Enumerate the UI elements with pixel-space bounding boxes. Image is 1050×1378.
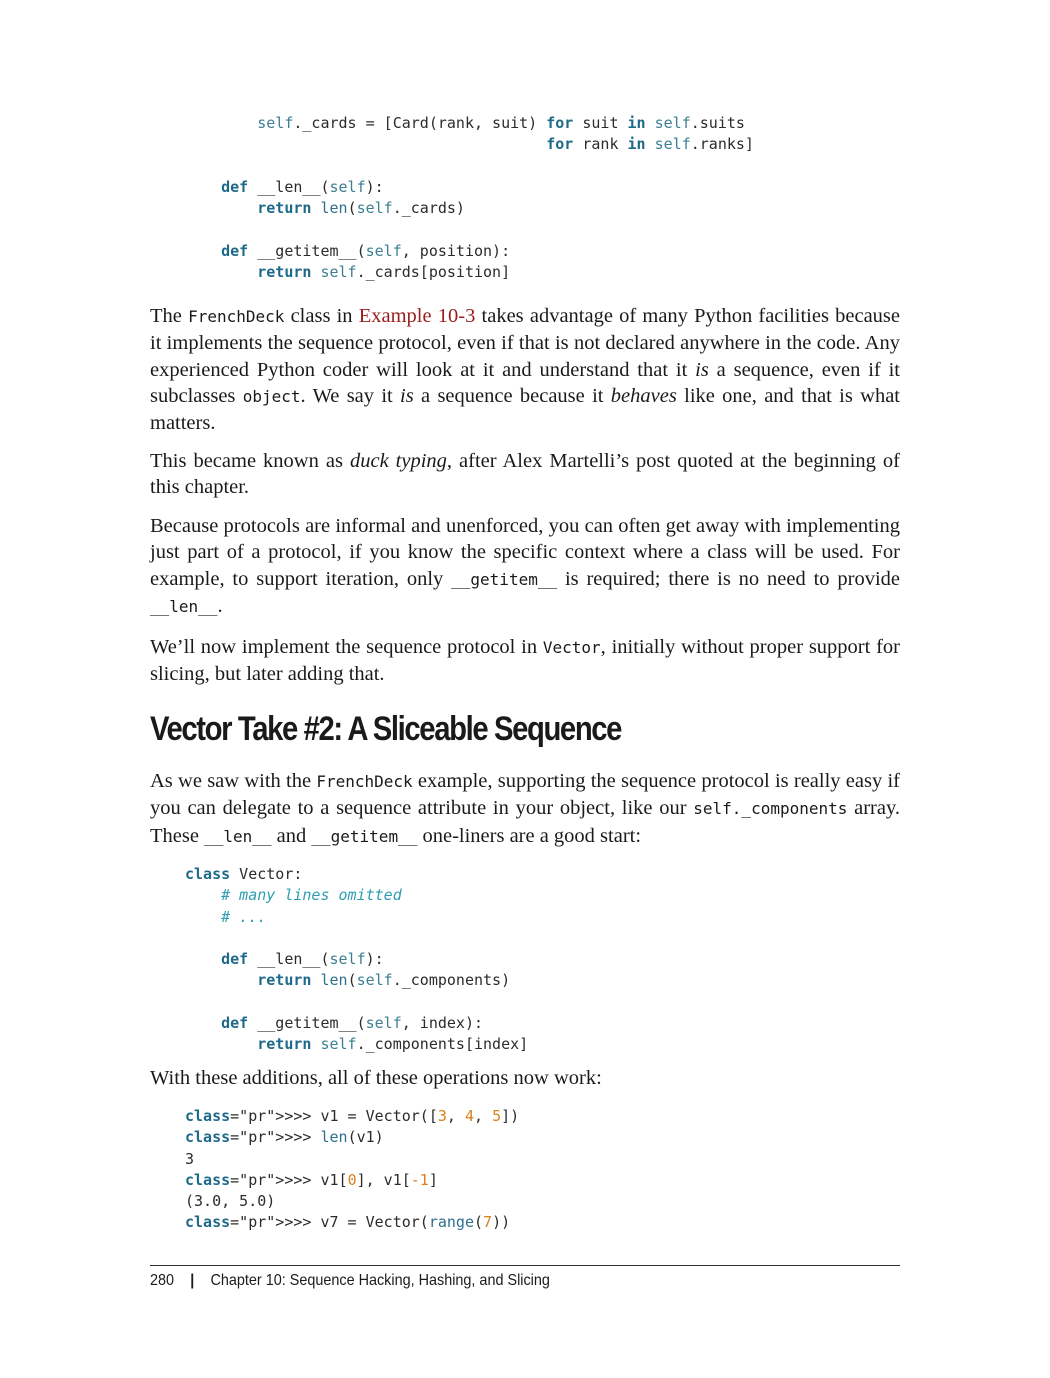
code-line: class Vector:	[185, 865, 303, 883]
paragraph-implement: We’ll now implement the sequence protoco…	[150, 636, 900, 686]
code-line: def __getitem__(self, index):	[221, 1014, 484, 1033]
example-link[interactable]: Example 10-3	[358, 305, 476, 327]
code-line: def __len__(self):	[221, 177, 384, 196]
code-line: return self._components[index]	[257, 1035, 529, 1054]
code-line: def __getitem__(self, position):	[221, 241, 511, 260]
paragraph-delegate: As we saw with the FrenchDeck example, s…	[150, 770, 901, 847]
code-line: (3.0, 5.0)	[185, 1192, 276, 1211]
footer-rule	[150, 1265, 900, 1266]
code-line: class="pr">>>> v1 = Vector([3, 4, 5])	[185, 1107, 520, 1125]
section-heading: Vector Take #2: A Sliceable Sequence	[150, 710, 622, 748]
paragraph-duck-typing: This became known as duck typing, after …	[150, 450, 900, 499]
code-block-console: class="pr">>>> v1 = Vector([3, 4, 5]) cl…	[185, 1106, 519, 1234]
code-line: def __len__(self):	[221, 950, 384, 969]
code-line: class="pr">>>> v7 = Vector(range(7))	[185, 1213, 511, 1232]
page-number: 280	[150, 1272, 175, 1289]
footer-separator: |	[190, 1272, 195, 1289]
code-line: return self._cards[position]	[257, 263, 511, 282]
code-block-vector: class Vector: # many lines omitted # ...…	[185, 864, 528, 1056]
code-line: class="pr">>>> v1[0], v1[-1]	[185, 1170, 438, 1189]
code-line: 3	[185, 1149, 195, 1168]
code-line: return len(self._components)	[257, 971, 511, 990]
code-line: self._cards = [Card(rank, suit) for suit…	[257, 114, 745, 132]
code-line: return len(self._cards)	[257, 199, 465, 218]
paragraph-frenchdeck: The FrenchDeck class in Example 10-3 tak…	[150, 305, 901, 435]
code-line: # ...	[185, 907, 267, 926]
paragraph-protocols: Because protocols are informal and unenf…	[150, 515, 900, 617]
code-block-frenchdeck: self._cards = [Card(rank, suit) for suit…	[185, 113, 754, 283]
code-line: # many lines omitted	[185, 886, 402, 905]
page-footer: 280 | Chapter 10: Sequence Hacking, Hashin…	[150, 1272, 550, 1290]
code-line: class="pr">>>> len(v1)	[185, 1128, 384, 1147]
code-line: for rank in self.ranks]	[546, 135, 754, 154]
chapter-title: Chapter 10: Sequence Hacking, Hashing, a…	[210, 1272, 550, 1289]
paragraph-additions: With these additions, all of these opera…	[150, 1067, 602, 1089]
